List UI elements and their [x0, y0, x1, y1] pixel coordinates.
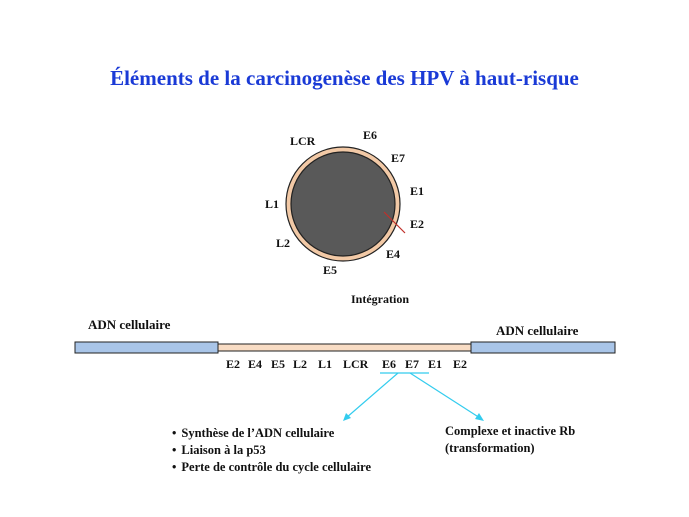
circle-label-e2: E2 [410, 217, 425, 231]
circle-label-e7: E7 [391, 151, 406, 165]
effect-item: Liaison à la p53 [172, 442, 371, 459]
slide-title: Éléments de la carcinogenèse des HPV à h… [110, 66, 579, 90]
linear-label-l1: L1 [318, 357, 333, 371]
linear-label-l2: L2 [293, 357, 308, 371]
arrow-to-right-effects [409, 372, 481, 419]
linear-label-e6: E6 [382, 357, 397, 371]
e7-effect: Complexe et inactive Rb (transformation) [445, 423, 575, 457]
adn-cellulaire-left: ADN cellulaire [88, 317, 171, 332]
linear-label-e5: E5 [271, 357, 286, 371]
e6-effects-list: Synthèse de l’ADN cellulaire Liaison à l… [172, 425, 371, 476]
cellular-dna-left [74, 341, 219, 354]
viral-genome-circle [290, 151, 396, 257]
effect-item: Synthèse de l’ADN cellulaire [172, 425, 371, 442]
linear-label-e7: E7 [405, 357, 420, 371]
arrow-to-left-effects [345, 372, 399, 419]
arrow-head-right [475, 413, 484, 421]
e7-effect-line: (transformation) [445, 441, 535, 455]
linear-label-e2-end: E2 [453, 357, 468, 371]
linear-label-lcr: LCR [343, 357, 369, 371]
arrow-head-left [343, 413, 351, 421]
linear-label-e1: E1 [428, 357, 443, 371]
e2-break-line [383, 211, 406, 234]
cellular-dna-right [470, 341, 616, 354]
linear-label-e4: E4 [248, 357, 263, 371]
circle-label-e4: E4 [386, 247, 401, 261]
circle-label-e6: E6 [363, 128, 378, 142]
linear-label-e2: E2 [226, 357, 241, 371]
effect-item: Perte de contrôle du cycle cellulaire [172, 459, 371, 476]
integration-label: Intégration [351, 292, 409, 306]
circle-label-l2: L2 [276, 236, 291, 250]
circle-label-e5: E5 [323, 263, 338, 277]
viral-dna-segment [217, 343, 472, 352]
e7-effect-line: Complexe et inactive Rb [445, 424, 576, 438]
circle-label-lcr: LCR [290, 134, 316, 148]
adn-cellulaire-right: ADN cellulaire [496, 323, 579, 338]
circle-label-e1: E1 [410, 184, 425, 198]
circle-label-l1: L1 [265, 197, 280, 211]
